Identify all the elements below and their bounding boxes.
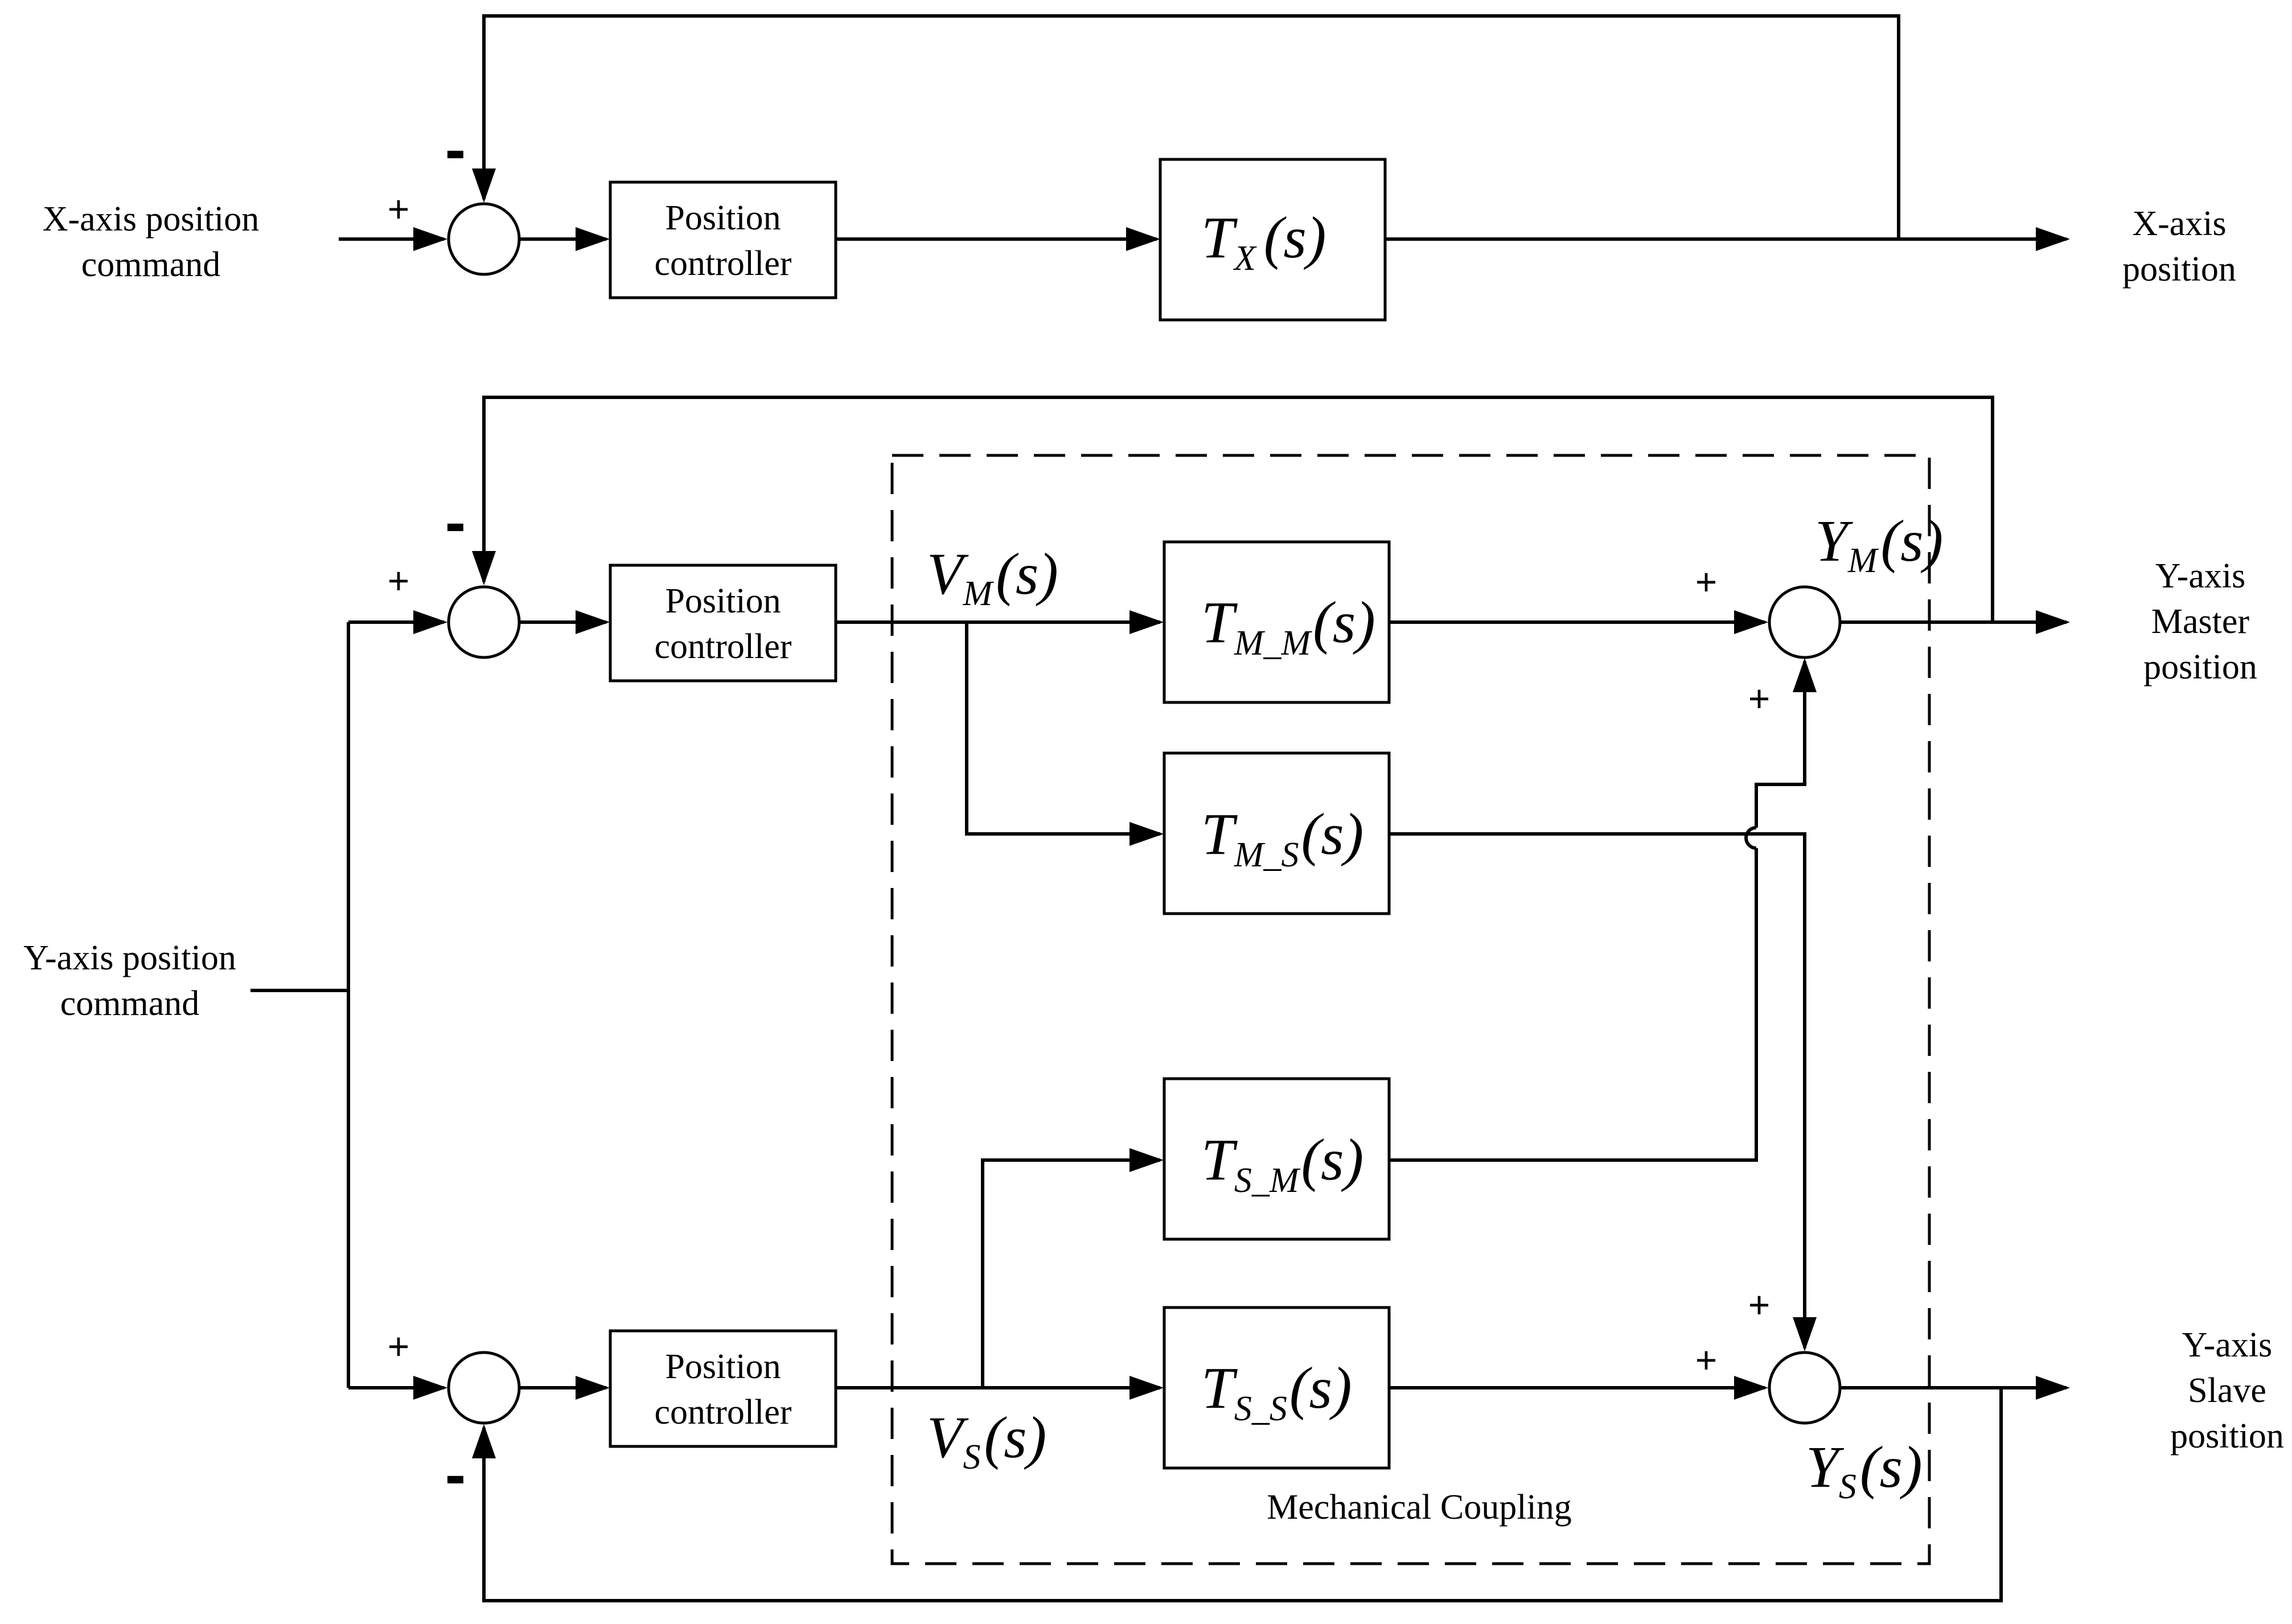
y-slave-out-sum-plus-left: + xyxy=(1695,1339,1718,1381)
tss-tf: TS_S(s) xyxy=(1201,1355,1352,1428)
y-axis-loop: Mechanical Coupling Y-axis position comm… xyxy=(23,396,2284,1602)
vs-to-tsm-arrow xyxy=(981,1148,1164,1388)
tsm-line-hop xyxy=(1744,826,1757,850)
vm-signal-label: VM(s) xyxy=(927,541,1058,613)
tsm-block xyxy=(1163,1077,1391,1241)
x-feedback-path xyxy=(472,14,1900,239)
x-summing-junction xyxy=(447,202,521,276)
vs-signal-label: VS(s) xyxy=(927,1405,1046,1477)
y-slave-output-label-line1: Y-axis xyxy=(2182,1326,2272,1364)
y-master-output-summing-junction xyxy=(1768,585,1842,659)
y-slave-output-summing-junction xyxy=(1768,1351,1842,1425)
x-sum-plus: + xyxy=(388,188,410,230)
x-axis-loop: X-axis position command + - Position con… xyxy=(43,14,2236,322)
y-input-label-line2: command xyxy=(60,984,200,1023)
y-master-output-label-line2: Master xyxy=(2151,602,2250,641)
y-master-sum-minus: - xyxy=(445,487,466,557)
tsm-output-path-lower xyxy=(1389,848,1758,1162)
tms-output-to-slave-sum xyxy=(1389,832,1817,1351)
x-plant-tf: TX(s) xyxy=(1201,205,1326,278)
x-sum-minus: - xyxy=(445,114,466,184)
y-slave-controller-label-line2: controller xyxy=(654,1393,791,1432)
y-master-sum-plus: + xyxy=(388,560,410,602)
tmm-tf: TM_M(s) xyxy=(1201,590,1375,663)
vm-to-tms-arrow xyxy=(965,622,1164,846)
y-master-out-sum-plus-bottom: + xyxy=(1748,677,1771,720)
y-slave-controller-label-line1: Position xyxy=(665,1347,781,1386)
tsm-output-to-master-sum xyxy=(1755,658,1817,828)
tms-block xyxy=(1163,751,1391,915)
y-slave-output-label-line2: Slave xyxy=(2188,1371,2266,1410)
y-master-output-label-line3: position xyxy=(2143,648,2257,686)
x-controller-label-line2: controller xyxy=(654,244,791,283)
ym-signal-label: YM(s) xyxy=(1815,508,1943,580)
ys-signal-label: YS(s) xyxy=(1806,1434,1923,1506)
y-slave-output-label-line3: position xyxy=(2170,1417,2284,1456)
tss-block xyxy=(1163,1306,1391,1470)
y-slave-position-controller-block xyxy=(609,1329,837,1448)
tsm-tf: TS_M(s) xyxy=(1201,1127,1363,1200)
x-input-label-line2: command xyxy=(81,245,221,284)
y-slave-feedback-path xyxy=(472,1388,2003,1602)
tmm-block xyxy=(1163,540,1391,704)
y-master-controller-label-line2: controller xyxy=(654,627,791,666)
y-master-feedback-path xyxy=(472,396,1994,622)
y-slave-out-sum-plus-top: + xyxy=(1748,1284,1771,1326)
y-slave-summing-junction xyxy=(447,1351,521,1425)
y-master-controller-label-line1: Position xyxy=(665,582,781,620)
x-plant-block xyxy=(1159,158,1387,322)
y-slave-sum-plus: + xyxy=(388,1325,410,1367)
x-controller-label-line1: Position xyxy=(665,199,781,237)
x-output-label-line2: position xyxy=(2122,250,2236,289)
x-output-label-line1: X-axis xyxy=(2132,204,2226,243)
tms-tf: TM_S(s) xyxy=(1201,801,1363,874)
y-input-label-line1: Y-axis position xyxy=(23,939,236,977)
y-master-output-label-line1: Y-axis xyxy=(2155,557,2245,595)
mechanical-coupling-region xyxy=(890,454,1931,1565)
x-input-label-line1: X-axis position xyxy=(43,200,260,239)
y-master-summing-junction xyxy=(447,585,521,659)
mechanical-coupling-label: Mechanical Coupling xyxy=(1267,1488,1571,1527)
x-position-controller-block xyxy=(609,180,837,299)
y-master-out-sum-plus-left: + xyxy=(1695,561,1718,603)
y-slave-sum-minus: - xyxy=(445,1440,466,1510)
